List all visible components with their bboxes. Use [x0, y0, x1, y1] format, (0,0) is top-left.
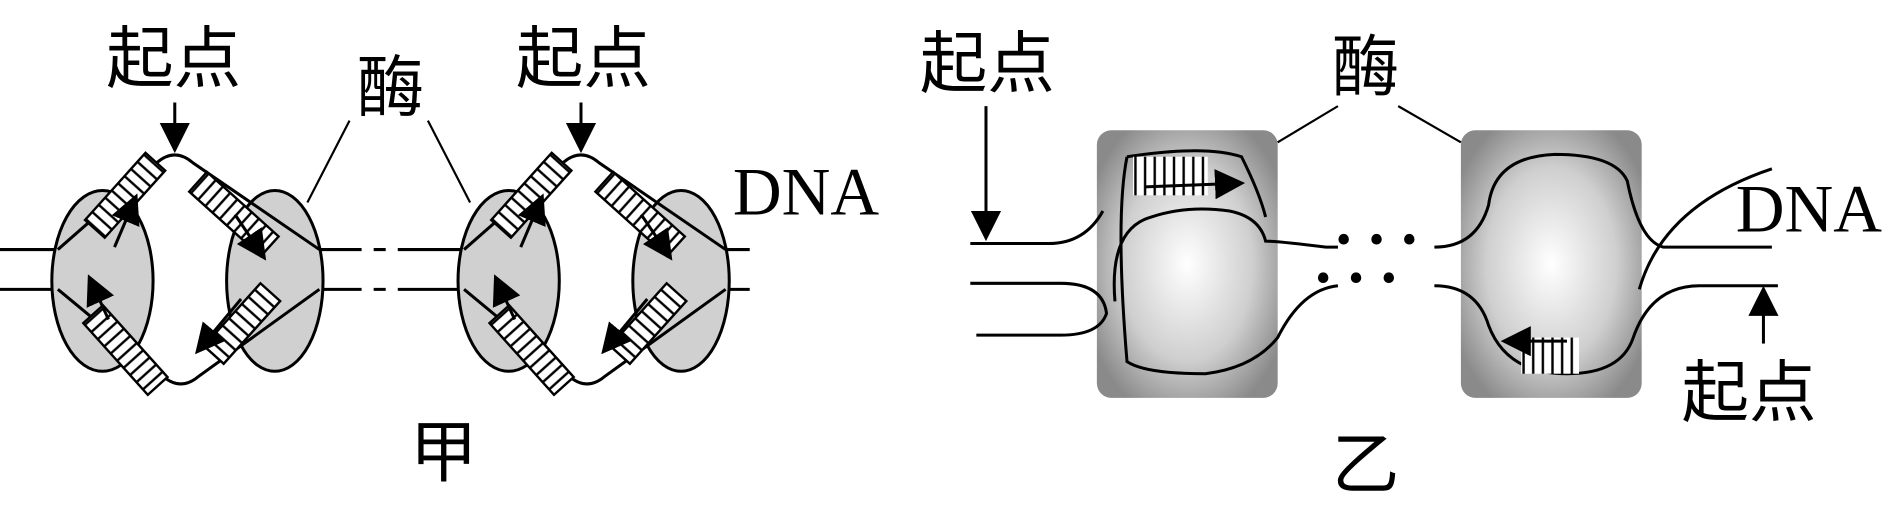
enzyme-label: 酶 — [357, 48, 425, 127]
gap-marker-top: • • • — [1313, 258, 1400, 301]
enzyme-pointer-1 — [306, 120, 351, 204]
origin-label-2: 起点 — [516, 19, 651, 98]
caption-yi: 乙 — [1332, 425, 1400, 504]
enzyme-pointer-2 — [426, 120, 472, 204]
enzyme-label: 酶 — [1332, 27, 1400, 106]
origin-label-bottom: 起点 — [1681, 353, 1816, 432]
origin-label-1: 起点 — [106, 19, 241, 98]
dna-label: DNA — [1736, 171, 1882, 246]
origin-label-top: 起点 — [920, 24, 1055, 103]
caption-jia: 甲 — [410, 413, 478, 492]
dna-label: DNA — [733, 155, 879, 230]
replication-bubble-1 — [52, 153, 323, 395]
panel-yi: • • • • • • 起点 酶 DNA 起点 乙 — [920, 24, 1883, 504]
gap-marker-bottom: • • • — [1333, 219, 1420, 262]
replication-bubble-2 — [458, 153, 729, 395]
dna-strands — [970, 149, 1778, 376]
enzyme-pointer-2 — [1397, 105, 1462, 144]
enzyme-pointer-1 — [1277, 105, 1339, 144]
panel-jia: 起点 酶 起点 DNA 甲 — [0, 19, 879, 492]
dna-double-strand — [0, 248, 750, 291]
